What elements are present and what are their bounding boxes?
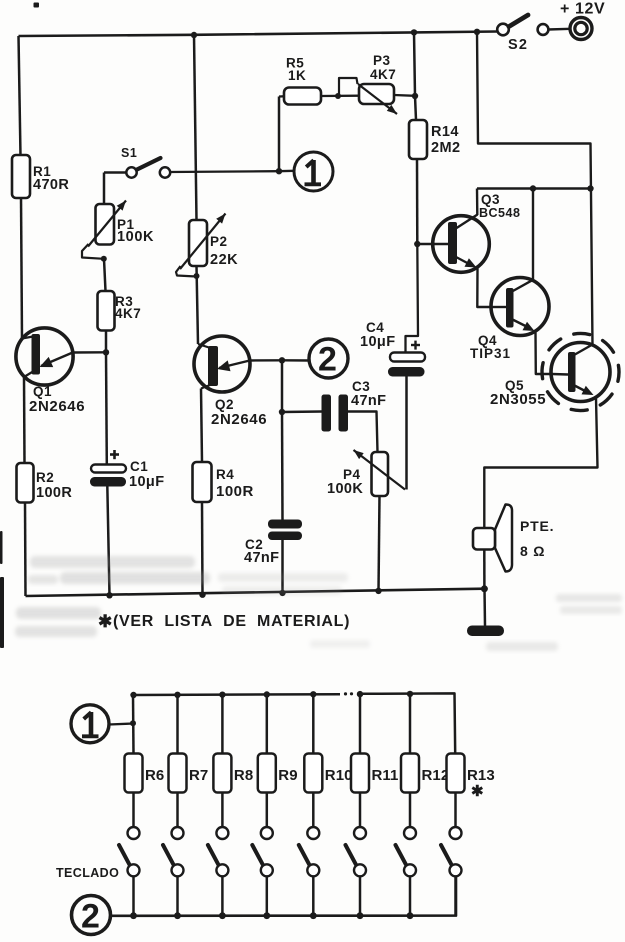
svg-text:+ 12V: + 12V — [560, 1, 605, 18]
svg-text:R6: R6 — [145, 767, 164, 784]
svg-text:Q4: Q4 — [478, 333, 497, 348]
svg-text:TIP31: TIP31 — [470, 346, 511, 361]
svg-text:2M2: 2M2 — [431, 140, 460, 156]
svg-text:2N3055: 2N3055 — [490, 391, 546, 408]
svg-text:2: 2 — [81, 898, 100, 936]
svg-text:R1: R1 — [33, 164, 51, 179]
svg-text:P1: P1 — [117, 217, 135, 232]
svg-text:10μF: 10μF — [129, 474, 164, 490]
svg-text:2N2646: 2N2646 — [29, 398, 85, 415]
svg-text:P2: P2 — [210, 234, 228, 249]
svg-text:Q2: Q2 — [215, 397, 234, 412]
svg-text:100K: 100K — [117, 229, 154, 245]
svg-text:Q5: Q5 — [505, 378, 524, 393]
svg-text:100R: 100R — [36, 485, 72, 501]
svg-text:R7: R7 — [189, 767, 208, 784]
svg-text:47nF: 47nF — [351, 393, 386, 409]
svg-text:2: 2 — [318, 341, 337, 379]
svg-text:P4: P4 — [343, 467, 361, 482]
svg-text:Q1: Q1 — [33, 384, 52, 399]
svg-text:✱: ✱ — [471, 783, 484, 800]
svg-text:P3: P3 — [373, 53, 391, 68]
svg-text:Q3: Q3 — [481, 192, 500, 207]
svg-text:100R: 100R — [216, 483, 254, 500]
svg-text:R5: R5 — [286, 56, 304, 71]
svg-text:R2: R2 — [36, 470, 54, 485]
svg-text:TECLADO: TECLADO — [56, 866, 119, 880]
svg-text:✱: ✱ — [98, 612, 112, 631]
svg-text:C4: C4 — [366, 320, 384, 335]
svg-text:R14: R14 — [431, 124, 459, 140]
svg-text:22K: 22K — [210, 252, 238, 268]
svg-text:8 Ω: 8 Ω — [520, 543, 545, 559]
svg-text:S2: S2 — [508, 37, 528, 53]
svg-text:C2: C2 — [245, 537, 263, 552]
svg-text:R12: R12 — [422, 767, 450, 784]
svg-text:C3: C3 — [352, 379, 370, 394]
svg-text:10μF: 10μF — [360, 334, 395, 350]
svg-text:1K: 1K — [288, 68, 306, 83]
svg-text:R11: R11 — [372, 767, 399, 784]
svg-text:R8: R8 — [234, 767, 253, 784]
svg-text:S1: S1 — [121, 146, 137, 160]
svg-text:PTE.: PTE. — [520, 518, 554, 534]
svg-text:2N2646: 2N2646 — [211, 411, 267, 428]
svg-text:R9: R9 — [278, 767, 297, 784]
svg-text:R4: R4 — [216, 467, 234, 482]
svg-text:R10: R10 — [325, 767, 353, 784]
svg-text:R3: R3 — [115, 294, 133, 309]
svg-text:BC548: BC548 — [479, 206, 520, 220]
svg-text:R13: R13 — [467, 767, 495, 784]
svg-text:4K7: 4K7 — [370, 67, 396, 82]
svg-text:47nF: 47nF — [244, 550, 279, 566]
svg-text:100K: 100K — [327, 481, 363, 497]
svg-text:4K7: 4K7 — [115, 306, 141, 321]
svg-text:(VER LISTA DE MATERIAL): (VER LISTA DE MATERIAL) — [113, 613, 350, 630]
svg-text:470R: 470R — [33, 177, 69, 193]
svg-text:C1: C1 — [130, 459, 148, 474]
